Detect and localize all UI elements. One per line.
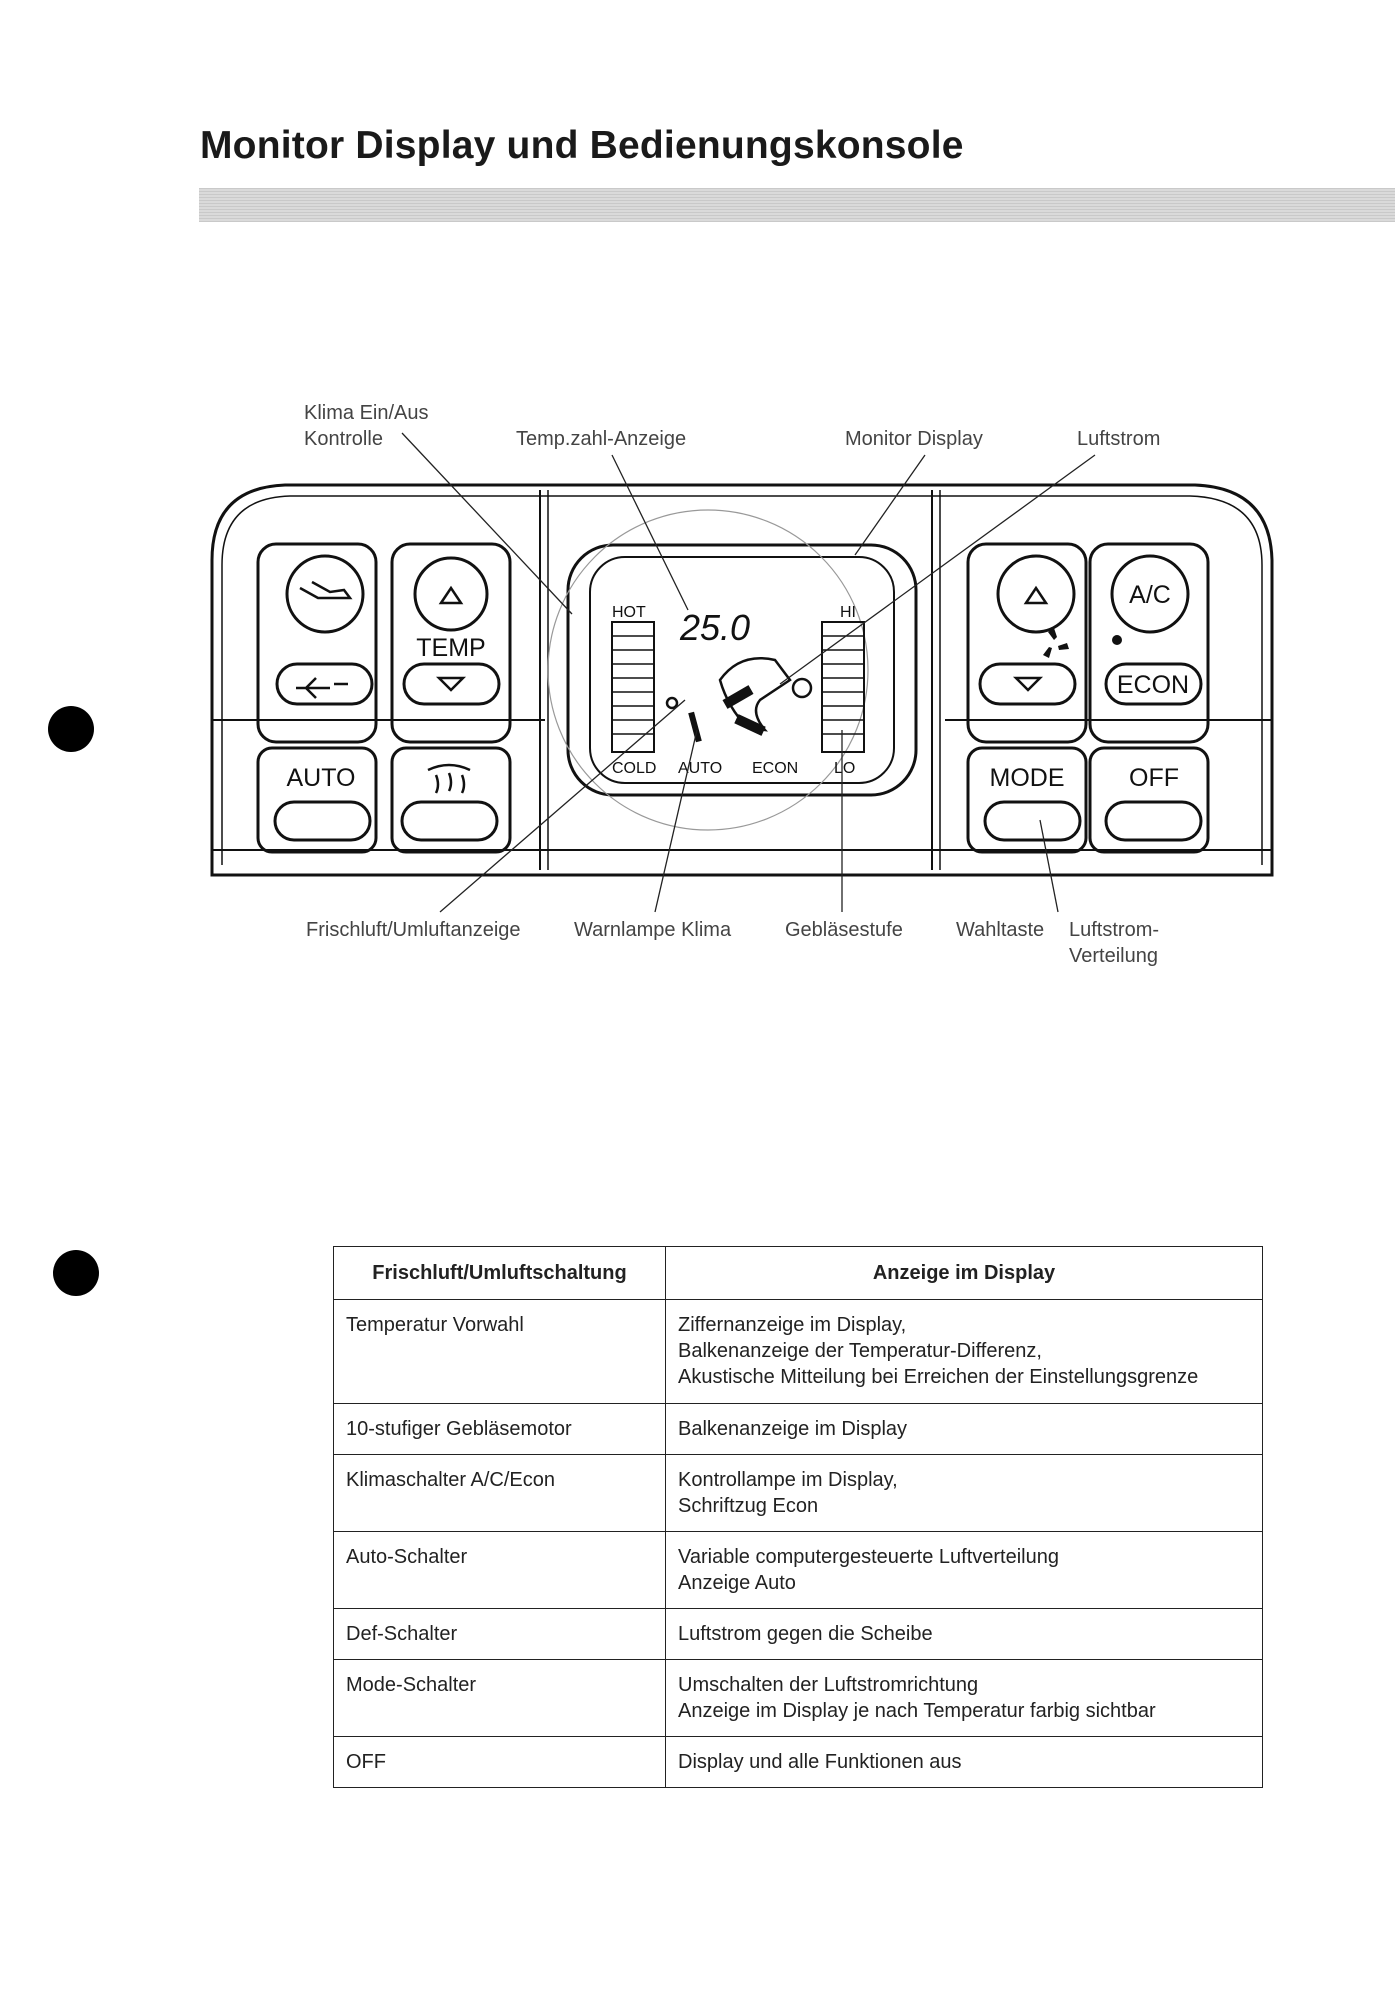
punch-hole: [53, 1250, 99, 1296]
display-screen: [589, 556, 895, 784]
display-airflow-icon: [718, 656, 792, 732]
table-cell-display: Kontrollampe im Display, Schriftzug Econ: [665, 1454, 1263, 1532]
table-cell-display: Display und alle Funktionen aus: [665, 1736, 1263, 1788]
temp-down-button[interactable]: [402, 662, 501, 706]
fan-up-button[interactable]: [996, 554, 1076, 634]
display-sun-icon: [665, 696, 679, 710]
callout-monitor-display: Monitor Display: [845, 428, 983, 450]
econ-button[interactable]: [1104, 662, 1203, 706]
fresh-air-button[interactable]: [275, 662, 374, 706]
callout-verteilung-line2: Verteilung: [1069, 945, 1158, 967]
triangle-up-icon: [438, 585, 464, 605]
recirculation-car-icon: [299, 580, 353, 600]
panel-outline: [210, 483, 1274, 877]
temp-bar-graph: [611, 621, 655, 753]
table-cell-display: Umschalten der Luftstromrichtung Anzeige…: [665, 1659, 1263, 1737]
right-block-lower-b: [1088, 746, 1210, 854]
column-header: Frischluft/Umluftschaltung: [333, 1246, 666, 1300]
temp-up-button[interactable]: [413, 556, 489, 632]
left-block-lower-b: [390, 746, 512, 854]
econ-label: ECON: [1117, 671, 1189, 699]
table-cell-function: Mode-Schalter: [333, 1659, 666, 1737]
display-cold-label: COLD: [612, 760, 656, 777]
page-title: Monitor Display und Bedienungskonsole: [200, 124, 964, 167]
callout-luftstrom: Luftstrom: [1077, 428, 1160, 450]
defrost-icon: [427, 763, 471, 794]
display-hot-label: HOT: [612, 604, 646, 621]
fan-icon: [1043, 628, 1069, 658]
table-cell-function: 10-stufiger Gebläsemotor: [333, 1403, 666, 1455]
right-block-upper-b: [1088, 542, 1210, 744]
ac-button[interactable]: [1110, 554, 1190, 634]
callout-wahltaste: Wahltaste: [956, 919, 1044, 941]
table-header-row: Frischluft/Umluftschaltung Anzeige im Di…: [333, 1246, 1263, 1300]
right-block-upper-a: [966, 542, 1088, 744]
left-block-upper-b: [390, 542, 512, 744]
display-hi-label: HI: [840, 604, 856, 621]
fresh-air-arrow-icon: [296, 677, 348, 699]
table-row: Mode-Schalter Umschalten der Luftstromri…: [333, 1659, 1263, 1737]
table-cell-function: Temperatur Vorwahl: [333, 1299, 666, 1404]
display-housing: [566, 543, 918, 797]
display-temperature: 25.0: [679, 607, 750, 648]
temp-label: TEMP: [416, 634, 485, 662]
auto-button[interactable]: [273, 800, 372, 842]
display-econ-label: ECON: [752, 760, 798, 777]
mode-label: MODE: [990, 764, 1065, 792]
sun-icon: [1112, 635, 1122, 645]
triangle-down-icon: [1012, 676, 1044, 692]
table-row: Klimaschalter A/C/Econ Kontrollampe im D…: [333, 1454, 1263, 1532]
table-cell-function: Def-Schalter: [333, 1608, 666, 1660]
fan-bar-graph: [821, 621, 865, 753]
table-cell-display: Variable computergesteuerte Luftverteilu…: [665, 1531, 1263, 1609]
function-table: Frischluft/Umluftschaltung Anzeige im Di…: [333, 1246, 1263, 1788]
table-row: Temperatur Vorwahl Ziffernanzeige im Dis…: [333, 1299, 1263, 1404]
table-row: Def-Schalter Luftstrom gegen die Scheibe: [333, 1608, 1263, 1660]
callout-warnlampe: Warnlampe Klima: [574, 919, 732, 941]
table-cell-function: Auto-Schalter: [333, 1531, 666, 1609]
table-cell-function: Klimaschalter A/C/Econ: [333, 1454, 666, 1532]
table-row: Auto-Schalter Variable computergesteuert…: [333, 1531, 1263, 1609]
off-label: OFF: [1129, 764, 1179, 792]
display-lo-label: LO: [834, 760, 855, 777]
display-highlight-circle: [547, 509, 869, 831]
callout-klima-line2: Kontrolle: [304, 428, 383, 450]
callout-verteilung-line1: Luftstrom-: [1069, 919, 1159, 941]
table-cell-display: Luftstrom gegen die Scheibe: [665, 1608, 1263, 1660]
callout-frischluft: Frischluft/Umluftanzeige: [306, 919, 521, 941]
fan-down-button[interactable]: [978, 662, 1077, 706]
panel-inner-outline: [221, 495, 1263, 865]
table-cell-display: Balkenanzeige im Display: [665, 1403, 1263, 1455]
triangle-up-icon: [1023, 585, 1049, 605]
right-block-lower-a: [966, 746, 1088, 854]
punch-hole: [48, 706, 94, 752]
callout-klima-line1: Klima Ein/Aus: [304, 402, 429, 424]
left-block-lower-a: [256, 746, 378, 854]
table-cell-display: Ziffernanzeige im Display, Balkenanzeige…: [665, 1299, 1263, 1404]
table-row: OFF Display und alle Funktionen aus: [333, 1736, 1263, 1788]
recirc-button[interactable]: [285, 554, 365, 634]
off-button[interactable]: [1104, 800, 1203, 842]
callout-geblaesestufe: Gebläsestufe: [785, 919, 903, 941]
auto-label: AUTO: [287, 764, 356, 792]
left-block-upper-a: [256, 542, 378, 744]
table-cell-function: OFF: [333, 1736, 666, 1788]
display-auto-label: AUTO: [678, 760, 722, 777]
ac-label: A/C: [1129, 581, 1171, 609]
triangle-down-icon: [435, 676, 467, 692]
control-panel-diagram: TEMP AUTO MODE OFF A/C ECON HOT 25.0 HI …: [210, 402, 1274, 967]
mode-button[interactable]: [983, 800, 1082, 842]
title-bar: [199, 188, 1395, 222]
callout-temp-anzeige: Temp.zahl-Anzeige: [516, 428, 686, 450]
defrost-button[interactable]: [400, 800, 499, 842]
table-row: 10-stufiger Gebläsemotor Balkenanzeige i…: [333, 1403, 1263, 1455]
column-header: Anzeige im Display: [665, 1246, 1263, 1300]
